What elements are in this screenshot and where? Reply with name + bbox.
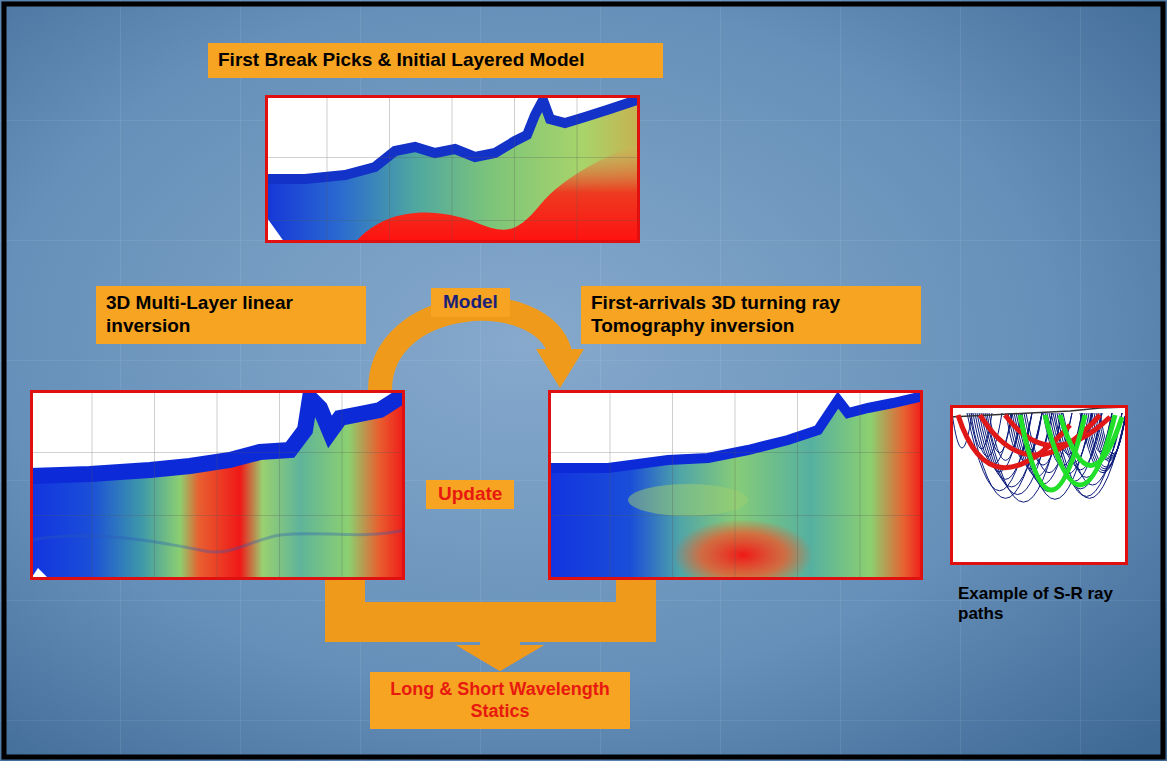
connector-line [345,580,500,648]
layered-model-image [265,95,640,243]
box-text: Long & Short Wavelength Statics [384,679,616,722]
arrow-head [456,645,544,671]
panel-heading: 3D Multi-Layer linear inversion [96,286,366,344]
linear-inversion-image [30,390,405,580]
panel-caption: Example of S-R ray paths [958,584,1128,625]
ray-path-image [950,405,1128,565]
tomography-panel: First-arrivals 3D turning ray Tomography… [548,390,923,580]
arrow-head [536,349,584,388]
model-panel: First Break Picks & Initial Layered Mode… [265,95,640,243]
inversion-panel: 3D Multi-Layer linear inversion [30,390,405,580]
panel-heading: First-arrivals 3D turning ray Tomography… [581,286,921,344]
update-label: Update [426,480,514,509]
edge-label: Model [431,288,510,317]
result-box: Long & Short Wavelength Statics [370,672,630,729]
flow-arrow [456,580,636,671]
flow-arrow [380,309,584,390]
ray-panel: Example of S-R ray paths [950,405,1128,565]
arrow-head [456,645,544,671]
connector-line [500,580,636,648]
connector-line [380,309,560,390]
panel-heading: First Break Picks & Initial Layered Mode… [208,43,663,78]
tomography-image [548,390,923,591]
